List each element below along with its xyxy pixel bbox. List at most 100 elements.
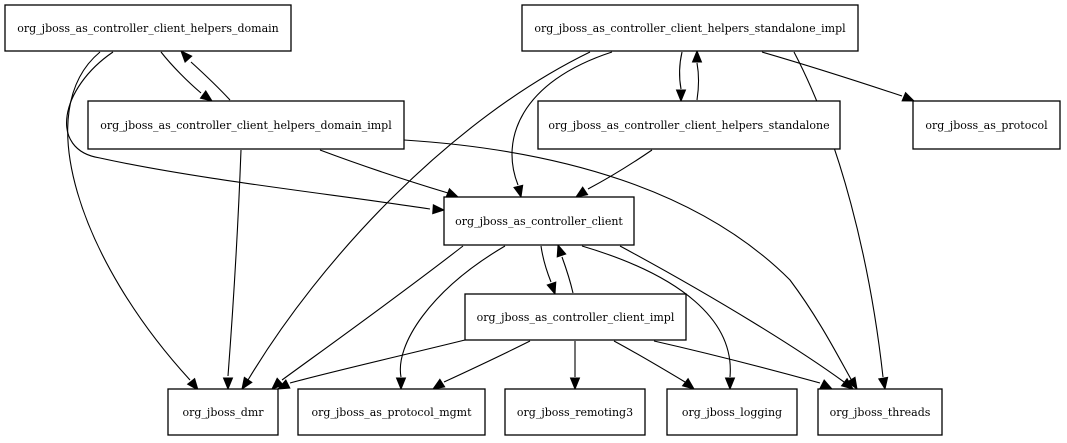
arrowhead xyxy=(877,376,889,391)
edge-line xyxy=(581,245,731,378)
arrowhead xyxy=(432,203,446,215)
edge-helpers-domain-impl-to-dmr xyxy=(222,149,242,391)
arrowhead xyxy=(395,377,407,391)
edge-helpers-standalone-impl-to-protocol xyxy=(761,51,916,102)
edge-controller-client-impl-to-threads xyxy=(653,340,834,390)
edge-helpers-domain-impl-to-threads xyxy=(403,139,858,391)
edge-line xyxy=(679,51,683,90)
edge-helpers-standalone-to-helpers-standalone-impl xyxy=(691,49,703,101)
edge-helpers-domain-to-helpers-domain-impl xyxy=(160,51,214,102)
edge-line xyxy=(399,245,506,378)
node-helpers-domain-impl: org_jboss_as_controller_client_helpers_d… xyxy=(87,100,405,150)
edge-line xyxy=(761,51,903,97)
node-label: org_jboss_as_controller_client_helpers_d… xyxy=(100,119,392,132)
node-box xyxy=(4,4,292,52)
edge-line xyxy=(319,149,449,194)
edge-helpers-standalone-impl-to-dmr xyxy=(241,51,591,391)
edge-helpers-standalone-to-controller-client xyxy=(574,149,653,198)
arrowhead xyxy=(445,187,460,198)
edge-line xyxy=(227,149,242,377)
edge-controller-client-to-protocol-mgmt xyxy=(395,245,506,391)
node-controller-client-impl: org_jboss_as_controller_client_impl xyxy=(464,293,687,341)
edge-line xyxy=(613,340,686,383)
edge-controller-client-impl-to-controller-client xyxy=(556,243,574,294)
node-box xyxy=(167,388,279,436)
arrowhead xyxy=(556,243,567,258)
edge-line xyxy=(443,340,531,383)
node-label: org_jboss_logging xyxy=(682,406,782,419)
arrowhead xyxy=(241,376,253,391)
node-label: org_jboss_as_controller_client xyxy=(455,215,623,228)
edge-controller-client-to-logging xyxy=(581,245,736,391)
arrowhead xyxy=(901,91,916,102)
node-label: org_jboss_as_controller_client_helpers_s… xyxy=(548,119,829,132)
arrowhead xyxy=(546,281,557,296)
arrowhead xyxy=(431,378,446,390)
edge-helpers-domain-impl-to-controller-client xyxy=(319,149,460,198)
arrowhead xyxy=(691,49,703,63)
node-remoting3: org_jboss_remoting3 xyxy=(504,388,646,436)
arrowhead xyxy=(569,377,581,391)
node-label: org_jboss_as_protocol xyxy=(925,119,1048,132)
node-helpers-domain: org_jboss_as_controller_client_helpers_d… xyxy=(4,4,292,52)
arrowhead xyxy=(180,50,193,64)
arrowhead xyxy=(199,89,214,102)
edge-line xyxy=(67,51,191,381)
node-box xyxy=(504,388,646,436)
node-helpers-standalone: org_jboss_as_controller_client_helpers_s… xyxy=(537,100,841,150)
node-box xyxy=(912,100,1061,150)
edge-line xyxy=(696,62,700,101)
edge-line xyxy=(511,51,613,186)
node-box xyxy=(537,100,841,150)
edge-helpers-standalone-impl-to-threads xyxy=(793,51,889,391)
edge-line xyxy=(619,245,845,383)
edge-line xyxy=(587,149,653,190)
node-box xyxy=(666,388,798,436)
edge-helpers-domain-to-dmr xyxy=(67,51,199,392)
edge-line xyxy=(160,51,202,94)
edge-controller-client-impl-to-dmr xyxy=(276,339,466,390)
arrowhead xyxy=(846,376,858,391)
node-box xyxy=(443,196,635,246)
edge-line xyxy=(190,61,231,101)
node-protocol: org_jboss_as_protocol xyxy=(912,100,1061,150)
node-threads: org_jboss_threads xyxy=(817,388,943,436)
arrowhead xyxy=(186,377,199,392)
node-label: org_jboss_as_controller_client_helpers_d… xyxy=(17,22,279,35)
node-box xyxy=(521,4,859,52)
node-label: org_jboss_as_controller_client_helpers_s… xyxy=(534,22,846,35)
edge-controller-client-to-controller-client-impl xyxy=(540,245,557,296)
arrowhead xyxy=(675,89,687,103)
node-box xyxy=(87,100,405,150)
edge-controller-client-impl-to-protocol-mgmt xyxy=(431,340,531,390)
edge-line xyxy=(289,339,466,384)
node-logging: org_jboss_logging xyxy=(666,388,798,436)
edge-controller-client-to-dmr xyxy=(271,245,464,390)
edge-helpers-standalone-impl-to-controller-client xyxy=(511,51,613,199)
node-dmr: org_jboss_dmr xyxy=(167,388,279,436)
arrowhead xyxy=(222,377,234,391)
edge-controller-client-to-threads xyxy=(619,245,855,390)
node-label: org_jboss_as_protocol_mgmt xyxy=(311,406,472,419)
arrowhead xyxy=(574,186,589,198)
node-controller-client: org_jboss_as_controller_client xyxy=(443,196,635,246)
node-box xyxy=(817,388,943,436)
arrowhead xyxy=(271,377,285,390)
nodes-layer: org_jboss_as_controller_client_helpers_d… xyxy=(4,4,1061,436)
node-label: org_jboss_as_controller_client_impl xyxy=(477,311,675,324)
edge-line xyxy=(281,245,464,381)
arrowhead xyxy=(276,379,291,390)
node-label: org_jboss_remoting3 xyxy=(517,406,633,419)
edge-line xyxy=(540,245,552,283)
edge-line xyxy=(247,51,591,381)
node-label: org_jboss_threads xyxy=(830,406,931,419)
arrowhead xyxy=(724,377,736,391)
node-box xyxy=(297,388,486,436)
edge-line xyxy=(561,256,574,294)
edge-helpers-domain-impl-to-helpers-domain xyxy=(180,50,231,101)
arrowhead xyxy=(681,377,696,390)
edge-line xyxy=(653,340,821,384)
edge-controller-client-impl-to-remoting3 xyxy=(569,341,581,391)
arrowhead xyxy=(819,379,834,390)
